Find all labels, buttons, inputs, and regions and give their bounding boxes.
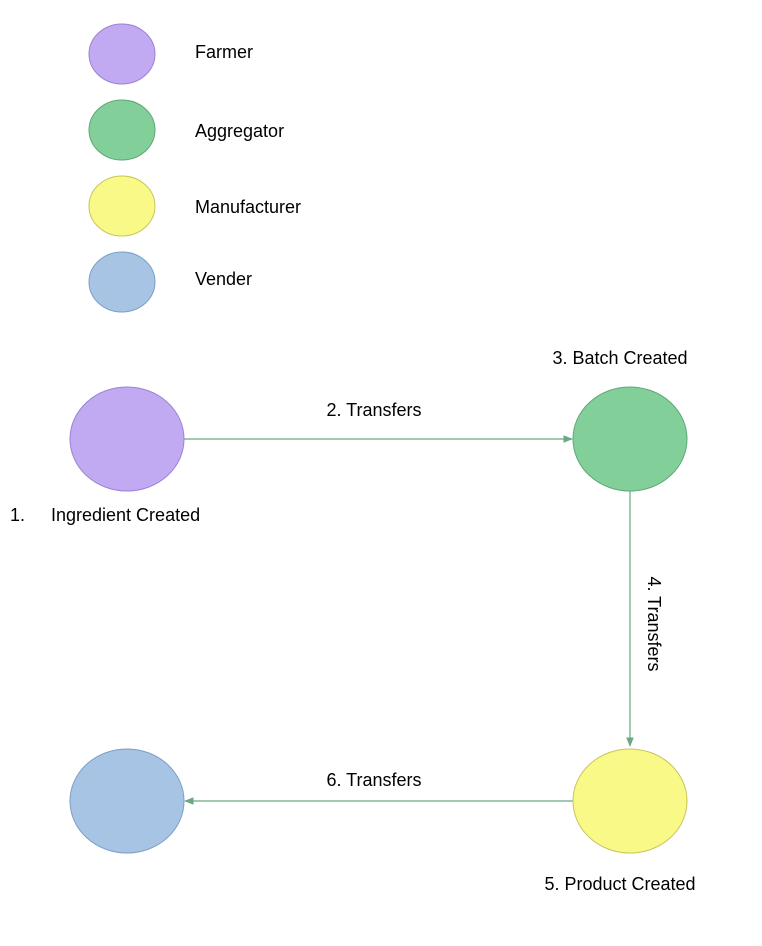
node-vender: [69, 748, 185, 854]
legend-label-aggregator: Aggregator: [195, 121, 284, 141]
edge-label-transfer-2: 2. Transfers: [326, 400, 421, 420]
node-circle-vender: [69, 748, 185, 854]
legend-label-manufacturer: Manufacturer: [195, 197, 301, 217]
legend: Farmer Aggregator Manufacturer Vender: [88, 23, 301, 313]
connectors: [184, 435, 634, 805]
node-number-ingredient: 1.: [10, 505, 25, 525]
legend-swatch-aggregator: [88, 99, 156, 161]
node-batch: [572, 386, 688, 492]
node-product: [572, 748, 688, 854]
legend-label-farmer: Farmer: [195, 42, 253, 62]
legend-item-manufacturer: Manufacturer: [88, 175, 301, 237]
node-label-product: 5. Product Created: [544, 874, 695, 894]
node-label-ingredient: Ingredient Created: [51, 505, 200, 525]
node-circle-farmer: [69, 386, 185, 492]
node-label-batch: 3. Batch Created: [552, 348, 687, 368]
node-circle-aggregator: [572, 386, 688, 492]
legend-swatch-manufacturer: [88, 175, 156, 237]
legend-swatch-vender: [88, 251, 156, 313]
legend-item-farmer: Farmer: [88, 23, 253, 85]
legend-label-vender: Vender: [195, 269, 252, 289]
legend-item-vender: Vender: [88, 251, 252, 313]
edge-label-transfer-6: 6. Transfers: [326, 770, 421, 790]
legend-item-aggregator: Aggregator: [88, 99, 284, 161]
node-circle-manufacturer: [572, 748, 688, 854]
node-ingredient: [69, 386, 185, 492]
legend-swatch-farmer: [88, 23, 156, 85]
edge-label-transfer-4: 4. Transfers: [644, 576, 664, 671]
